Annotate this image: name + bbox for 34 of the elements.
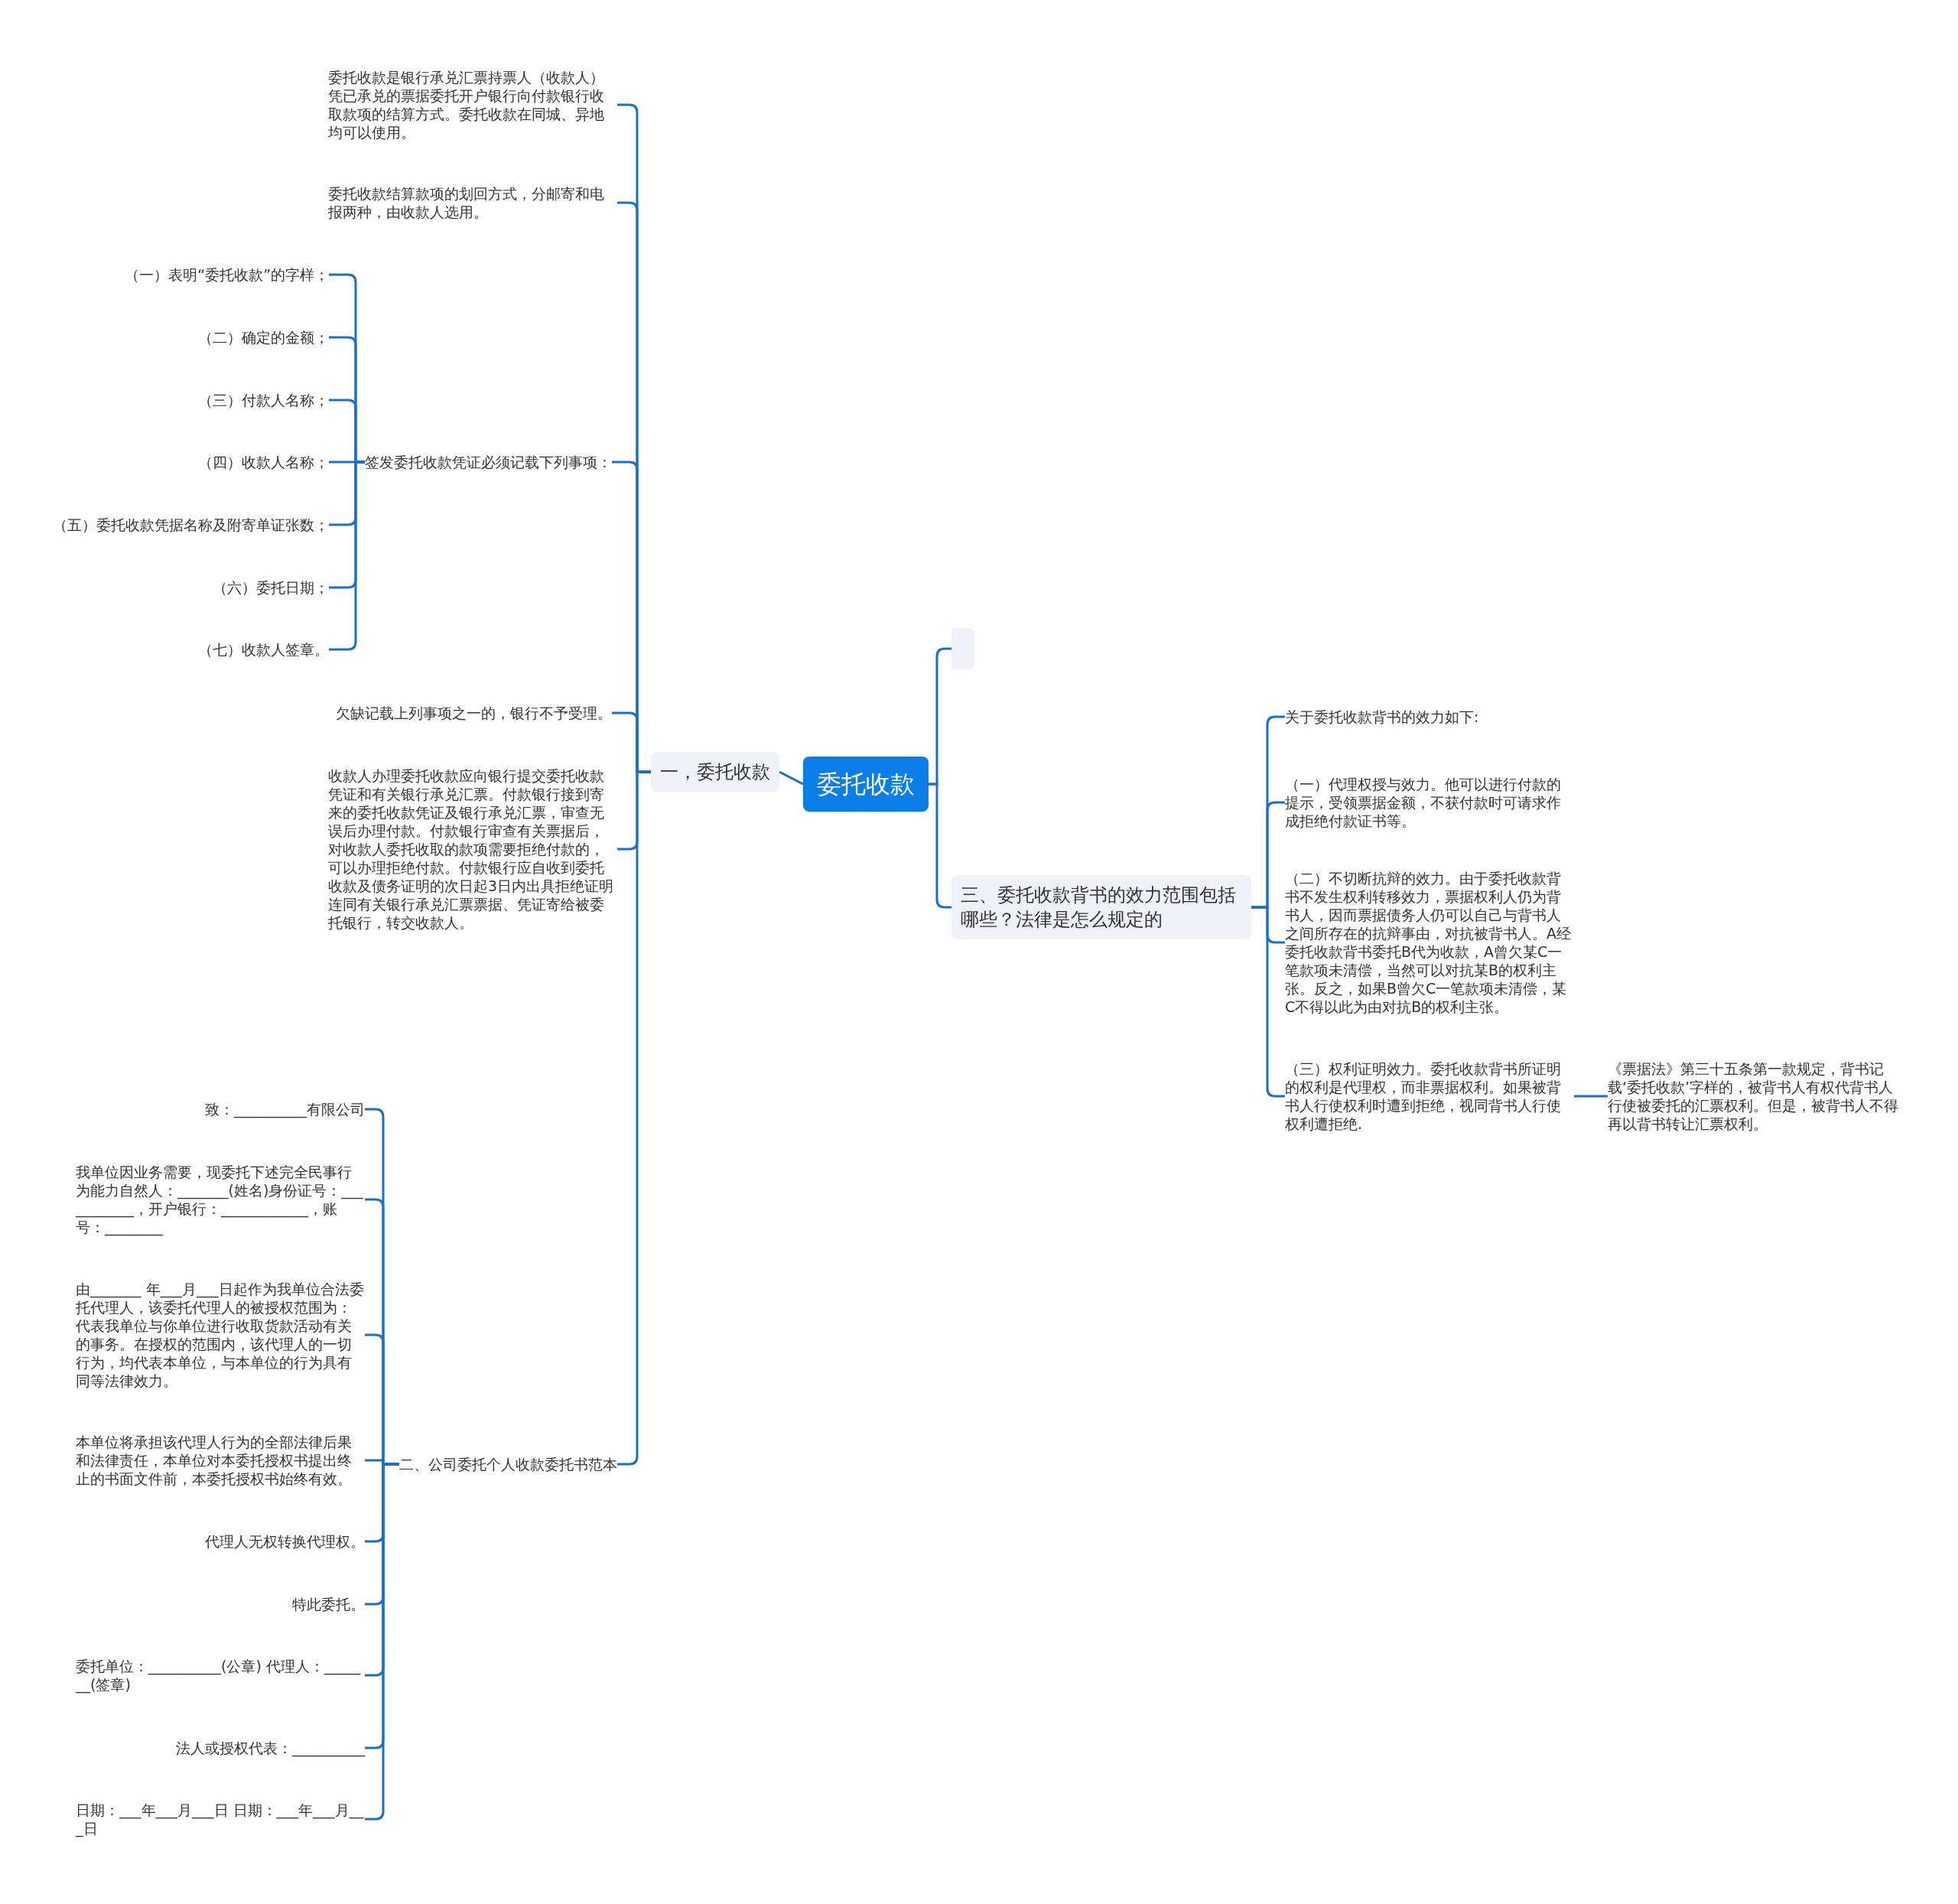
topic-text: 我单位因业务需要，现委托下述完全民事行为能力自然人：_______(姓名)身份证号：___________，开户银行：____________，账号：________: [76, 1163, 365, 1236]
empty-topic-box: [951, 628, 974, 669]
branch-topic: 一，委托收款: [651, 752, 779, 792]
connector-line: [929, 783, 951, 909]
topic-text: 日期：___年___月___日 日期：___年___月___日: [76, 1801, 365, 1837]
topic-text: 签发委托收款凭证必须记载下列事项：: [365, 453, 612, 471]
topic-text: 《票据法》第三十五条第一款规定，背书记载‘委托收款’字样的，被背书人有权代背书人行使被委托的汇票权利。但是，被背书人不得再以背书转让汇票权利。: [1608, 1059, 1898, 1133]
topic-text: 欠缺记载上列事项之一的，银行不予受理。: [336, 704, 612, 722]
branch-topic: 三、委托收款背书的效力范围包括哪些？法律是怎么规定的: [951, 875, 1251, 939]
connector-line: [1574, 1095, 1608, 1098]
topic-text: （一）表明“委托收款”的字样；: [125, 265, 329, 284]
topic-text: （三）权利证明效力。委托收款背书所证明的权利是代理权，而非票据权利。如果被背书人行使权利时遭到拒绝，视同背书人行使权利遭拒绝.: [1285, 1059, 1574, 1133]
topic-text: 委托收款结算款项的划回方式，分邮寄和电报两种，由收款人选用。: [328, 184, 617, 221]
topic-text: 致：__________有限公司: [205, 1100, 365, 1118]
topic-text: （二）确定的金额；: [198, 328, 329, 347]
topic-text: 委托单位：__________(公章) 代理人：_______(签章): [76, 1657, 365, 1694]
topic-text: 由_______ 年___月___日起作为我单位合法委托代理人，该委托代理人的被授权范围为：代表我单位与你单位进行收取货款活动有关的事务。在授权的范围内，该代理人的一切行为，均代表本单位，与本单位的行为具有同等法律效力。: [76, 1280, 365, 1390]
topic-text: 代理人无权转换代理权。: [205, 1532, 365, 1551]
topic-text: 法人或授权代表：__________: [176, 1739, 365, 1757]
topic-text: （五）委托收款凭据名称及附寄单证张数；: [53, 516, 329, 534]
topic-text: （一）代理权授与效力。他可以进行付款的提示，受领票据金额，不获付款时可请求作成拒绝付款证书等。: [1285, 775, 1574, 830]
connector-line: [779, 770, 804, 786]
topic-text: 委托收款是银行承兑汇票持票人（收款人）凭已承兑的票据委托开户银行向付款银行收取款项的结算方式。委托收款在同城、异地均可以使用。: [328, 68, 617, 142]
topic-text: 本单位将承担该代理人行为的全部法律后果和法律责任，本单位对本委托授权书提出终止的书面文件前，本委托授权书始终有效。: [76, 1433, 365, 1488]
central-topic: 委托收款: [803, 757, 929, 812]
topic-text: 收款人办理委托收款应向银行提交委托收款凭证和有关银行承兑汇票。付款银行接到寄来的委托收款凭证及银行承兑汇票，审查无误后办理付款。付款银行审查有关票据后，对收款人委托收取的款项需要拒绝付款的，可以办理拒绝付款。付款银行应自收到委托收款及债务证明的次日起3日内出具拒绝证明连同有关银行承兑汇票票据、凭证寄给被委托银行，转交收款人。: [328, 766, 617, 932]
topic-text: （四）收款人名称；: [198, 453, 329, 471]
topic-text: （二）不切断抗辩的效力。由于委托收款背书不发生权利转移效力，票据权利人仍为背书人，因而票据债务人仍可以自己与背书人之间所存在的抗辩事由，对抗被背书人。A经委托收款背书委托B代为收款，A曾欠某C一笔款项未清偿，当然可以对抗某B的权利主张。反之，如果B曾欠C一笔款项未清偿，某C不得以此为由对抗B的权利主张。: [1285, 869, 1574, 1016]
topic-text: （六）委托日期；: [213, 578, 329, 597]
topic-text: 关于委托收款背书的效力如下:: [1285, 708, 1479, 726]
topic-text: （七）收款人签章。: [198, 640, 329, 659]
topic-text: 二、公司委托个人收款委托书范本: [399, 1455, 617, 1473]
topic-text: （三）付款人名称；: [198, 391, 329, 409]
topic-text: 特此委托。: [292, 1595, 365, 1613]
